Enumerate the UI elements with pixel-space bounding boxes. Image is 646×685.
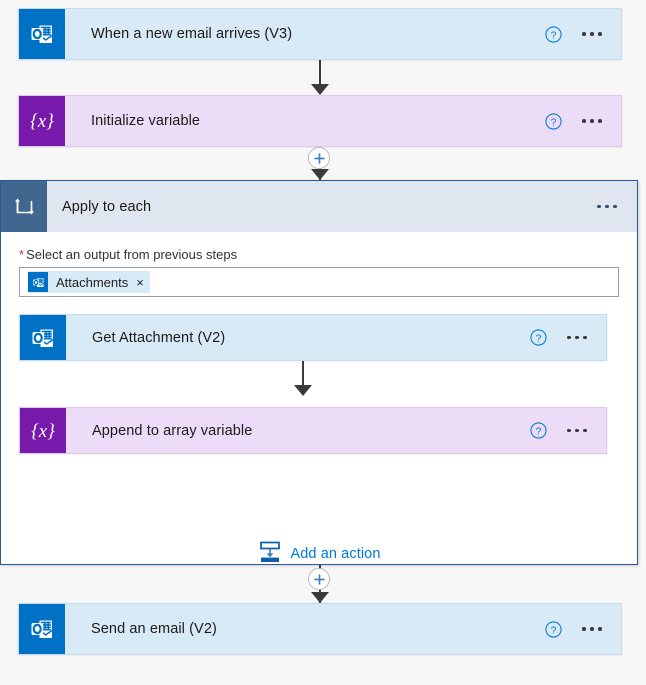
connector-arrow — [294, 385, 312, 396]
flow-card-actions: ? — [530, 315, 606, 360]
flow-card-append-to-array-variable[interactable]: {x} Append to array variable ? — [19, 407, 607, 454]
flow-card-title: When a new email arrives (V3) — [91, 26, 293, 42]
flow-card-get-attachment[interactable]: Get Attachment (V2) ? — [19, 314, 607, 361]
connector-arrow — [311, 84, 329, 95]
more-commands-icon[interactable] — [580, 621, 604, 637]
svg-text:?: ? — [551, 30, 557, 41]
connector-line — [302, 361, 304, 395]
attachments-token-label: Attachments — [56, 274, 129, 290]
flow-card-actions: ? — [545, 604, 621, 654]
help-icon[interactable]: ? — [545, 620, 562, 638]
insert-step-button[interactable] — [308, 568, 330, 590]
apply-to-each-title: Apply to each — [62, 198, 152, 215]
loop-icon — [1, 181, 47, 232]
flow-card-initialize-variable[interactable]: {x} Initialize variable ? — [18, 95, 622, 147]
help-icon[interactable]: ? — [545, 25, 562, 43]
help-icon[interactable]: ? — [530, 422, 547, 439]
insert-step-button[interactable] — [308, 147, 330, 169]
flow-card-title: Get Attachment (V2) — [92, 329, 226, 346]
apply-to-each-container[interactable]: Apply to each *Select an output from pre… — [0, 180, 638, 565]
apply-to-each-actions — [595, 181, 637, 232]
more-commands-icon[interactable] — [565, 330, 589, 346]
add-action-icon — [258, 540, 282, 567]
svg-text:{x}: {x} — [30, 111, 54, 132]
connector-line — [319, 60, 321, 94]
required-marker: * — [19, 247, 25, 262]
flow-card-trigger[interactable]: When a new email arrives (V3) ? — [18, 8, 622, 60]
svg-text:?: ? — [536, 333, 542, 344]
variable-icon: {x} — [19, 96, 65, 146]
svg-text:?: ? — [536, 426, 542, 437]
more-commands-icon[interactable] — [565, 423, 589, 439]
flow-card-actions: ? — [545, 96, 621, 146]
add-an-action-button[interactable]: Add an action — [1, 540, 637, 567]
connector-arrow — [311, 592, 329, 603]
svg-text:?: ? — [551, 117, 557, 128]
outlook-icon — [28, 272, 48, 292]
outlook-icon — [19, 9, 65, 59]
flow-card-title: Send an email (V2) — [91, 621, 217, 637]
more-commands-icon[interactable] — [580, 26, 604, 42]
apply-to-each-body: *Select an output from previous steps — [1, 232, 637, 564]
flow-card-title: Initialize variable — [91, 113, 201, 129]
outlook-icon — [19, 604, 65, 654]
add-an-action-label: Add an action — [290, 545, 381, 562]
more-commands-icon[interactable] — [595, 199, 619, 215]
svg-text:{x}: {x} — [31, 421, 55, 442]
attachments-token[interactable]: Attachments × — [28, 271, 150, 293]
apply-to-each-header[interactable]: Apply to each — [1, 181, 637, 232]
flow-card-actions: ? — [545, 9, 621, 59]
flow-card-actions: ? — [530, 408, 606, 453]
svg-text:?: ? — [551, 625, 557, 636]
variable-icon: {x} — [20, 408, 66, 453]
select-output-input[interactable]: Attachments × — [19, 267, 619, 297]
select-output-label: *Select an output from previous steps — [19, 247, 237, 262]
help-icon[interactable]: ? — [530, 329, 547, 346]
connector-arrow — [311, 169, 329, 180]
help-icon[interactable]: ? — [545, 112, 562, 130]
flow-card-send-email[interactable]: Send an email (V2) ? — [18, 603, 622, 655]
flow-card-title: Append to array variable — [92, 422, 253, 439]
select-output-label-text: Select an output from previous steps — [26, 247, 238, 262]
more-commands-icon[interactable] — [580, 113, 604, 129]
close-icon[interactable]: × — [136, 274, 144, 290]
outlook-icon — [20, 315, 66, 360]
